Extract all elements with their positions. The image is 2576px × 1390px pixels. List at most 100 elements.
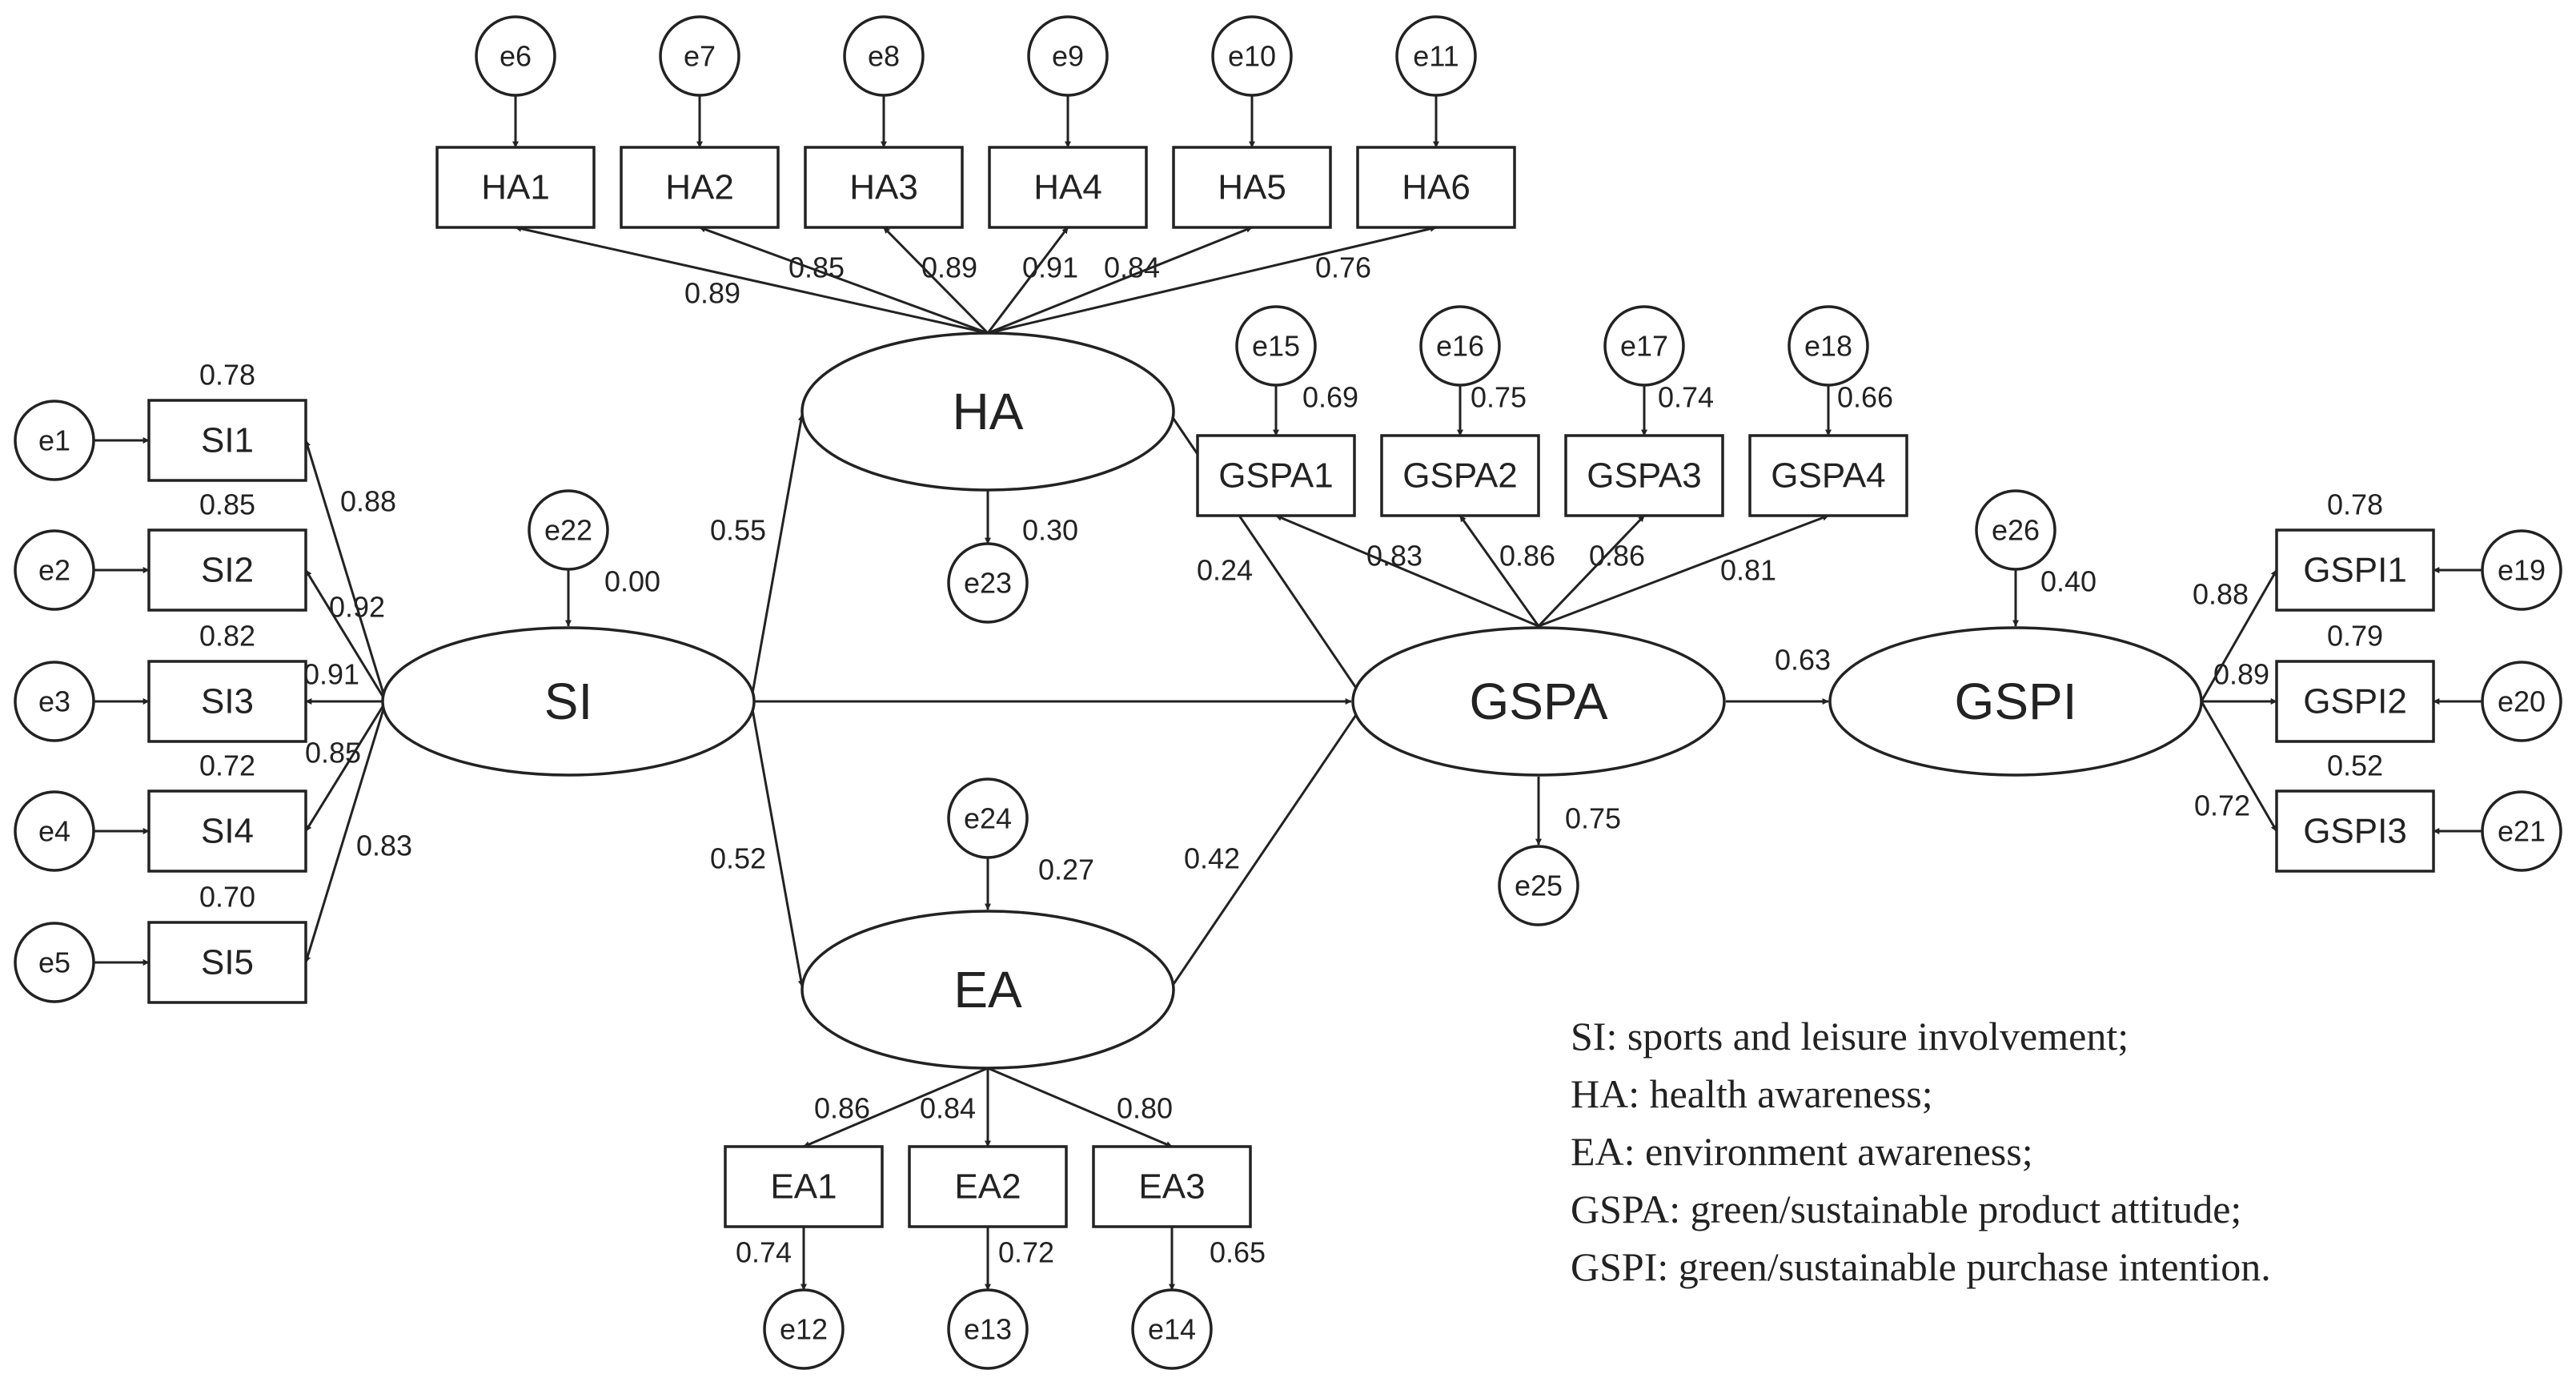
legend-item-gspi: GSPI: green/sustainable purchase intenti… [1571,1244,2271,1289]
error-e5-label: e5 [38,946,70,979]
loading-ha-ha3 [882,226,989,335]
latent-gspa [1351,626,1726,777]
indicator-ha2-label: HA2 [665,168,734,207]
error-e3 [14,661,95,742]
error-e4 [14,790,95,872]
indicator-gspa3 [1564,434,1724,517]
error-e14 [1131,1288,1213,1370]
indicator-ha5 [1172,146,1332,229]
error-e3-label: e3 [38,685,70,718]
loading-gspi-3-value: 0.72 [2194,789,2250,822]
loading-ha-6-value: 0.76 [1315,251,1371,284]
error-e8 [843,15,925,97]
r2-ha: 0.30 [1022,514,1078,547]
indicator-ea2 [908,1145,1068,1228]
loading-ea-2-value: 0.84 [920,1092,976,1125]
indicator-ha3-label: HA3 [849,168,918,207]
abbreviation-legend: SI: sports and leisure involvement; HA: … [1571,1007,2271,1296]
r2-gspi3: 0.52 [2327,749,2383,782]
error-e2 [14,529,95,611]
error-e12-label: e12 [780,1313,828,1346]
error-e8-label: e8 [868,40,900,73]
indicator-ha2 [620,146,780,229]
error-e21-label: e21 [2498,815,2546,848]
indicator-ha4 [988,146,1148,229]
loading-ha-ha6 [987,225,1437,335]
latent-gspi [1828,626,2203,777]
loading-ha-ha4 [986,227,1069,334]
loading-si-si1 [304,440,387,702]
loading-ea-ea1 [803,1067,989,1148]
error-e21 [2481,790,2562,872]
error-e26-label: e26 [1992,514,2040,547]
loading-gspi-2-value: 0.89 [2213,658,2269,691]
indicator-si3-label: SI3 [201,682,254,721]
loading-si-si5 [304,701,387,963]
indicator-ea1-label: EA1 [770,1167,837,1207]
indicator-ha3 [804,146,964,229]
r2-si4: 0.72 [199,749,255,782]
error-e25 [1498,845,1579,926]
error-e7 [659,15,740,97]
error-e14-label: e14 [1148,1313,1196,1346]
error-e9 [1027,15,1109,97]
error-e11 [1395,15,1477,97]
error-e22 [528,489,609,571]
loading-gspa-3-value: 0.86 [1589,540,1645,572]
loading-ea-1-value: 0.86 [814,1092,870,1125]
indicator-gspa4-label: GSPA4 [1771,456,1885,496]
indicator-gspi2 [2275,660,2435,743]
loading-si-5-value: 0.83 [356,830,412,862]
error-e18 [1788,305,1869,387]
error-e16-label: e16 [1436,330,1484,363]
error-e17 [1603,305,1685,387]
error-e6 [475,15,556,97]
r2-si1: 0.78 [199,359,255,392]
r2-si5: 0.70 [199,881,255,914]
indicator-si4 [147,789,307,873]
path-si-ha [751,414,804,694]
indicator-si3 [147,660,307,743]
error-e18-label: e18 [1804,330,1852,363]
loading-si-2-value: 0.92 [329,591,385,624]
loading-gspa-gspa3 [1537,514,1646,628]
legend-item-ha: HA: health awareness; [1571,1071,1933,1116]
coef-ea-gspa: 0.42 [1184,842,1240,875]
indicator-ha5-label: HA5 [1218,168,1286,207]
error-e16 [1419,305,1501,387]
error-e13 [947,1288,1029,1370]
loading-si-1-value: 0.88 [340,485,396,518]
error-e11-label: e11 [1413,40,1459,73]
loading-ea-3-value: 0.80 [1117,1092,1173,1125]
loading-ha-5-value: 0.84 [1104,251,1160,284]
latent-si [381,626,756,777]
r2-gspa3: 0.74 [1658,381,1714,414]
indicator-gspi1 [2275,528,2435,612]
loading-ha-4-value: 0.91 [1022,251,1078,284]
coef-gspa-gspi: 0.63 [1775,644,1831,677]
loading-ha-ha2 [699,226,989,335]
r2-ea2: 0.72 [998,1236,1054,1269]
loading-gspa-gspa2 [1459,515,1540,627]
loading-gspa-gspa1 [1275,514,1539,628]
error-e22-label: e22 [544,514,592,547]
indicator-si1 [147,399,307,482]
r2-gspi1: 0.78 [2327,488,2383,521]
error-e9-label: e9 [1052,40,1084,73]
legend-item-ea: EA: environment awareness; [1571,1129,2033,1174]
indicator-gspi3-label: GSPI3 [2303,812,2407,851]
latent-ea-label: EA [953,961,1022,1018]
r2-gspa2: 0.75 [1471,381,1527,414]
indicator-ea1 [724,1145,884,1228]
loading-si-4-value: 0.85 [305,737,361,769]
loading-ha-ha5 [987,226,1253,335]
latent-gspi-label: GSPI [1955,673,2077,730]
latent-gspa-label: GSPA [1469,673,1607,730]
error-e19-label: e19 [2498,554,2546,587]
error-e10 [1211,15,1293,97]
r2-si2: 0.85 [199,488,255,521]
error-e23 [947,542,1029,624]
error-e23-label: e23 [964,567,1012,600]
r2-gspa: 0.75 [1565,802,1621,835]
